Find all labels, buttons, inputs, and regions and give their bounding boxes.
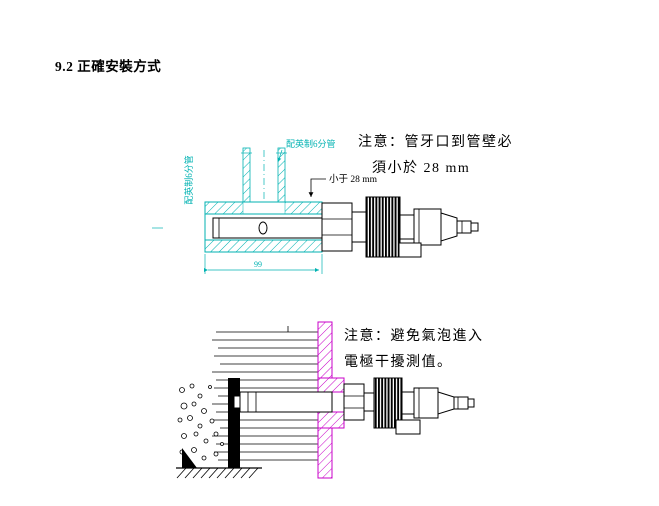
pipe-wall-hatch xyxy=(204,201,244,215)
probe-tip-face xyxy=(233,395,241,409)
note-top-line2: 須小於 28 mm xyxy=(372,161,471,176)
cable-boot xyxy=(373,377,403,429)
connector-cone xyxy=(440,212,458,242)
sensor-probe xyxy=(212,217,323,239)
pipe-wall-hatch xyxy=(284,201,323,215)
neck xyxy=(351,211,367,243)
connector-tip-cap xyxy=(470,222,479,232)
connector-body xyxy=(413,387,439,419)
neck xyxy=(363,392,375,412)
connector-sleeve xyxy=(399,214,415,240)
label-arrow xyxy=(277,149,283,163)
branch-wall xyxy=(242,147,251,203)
dimension-99-label: 99 xyxy=(254,260,262,269)
pipe-wall xyxy=(317,321,345,479)
tee-fitting xyxy=(152,147,323,253)
section-title: 9.2 正確安裝方式 xyxy=(55,59,162,74)
connector-body xyxy=(413,208,442,246)
top-installation-diagram: 99 配英制6分管 配英制6分管 xyxy=(152,138,479,274)
dimension-99: 99 xyxy=(203,254,323,274)
mount-boss-lower xyxy=(317,411,345,429)
ground-wedge xyxy=(182,448,197,468)
probe-body xyxy=(239,391,333,413)
clearance-leader xyxy=(308,178,326,197)
cable-boot xyxy=(365,196,401,258)
sensor-rear-assembly xyxy=(343,377,475,435)
branch-wall xyxy=(277,147,286,203)
o-ring-mark xyxy=(258,221,268,235)
ground-hatch xyxy=(176,448,262,479)
connector-cone xyxy=(437,391,455,415)
note-top-line1: 注意：管牙口到管壁必 xyxy=(358,135,513,150)
note-bottom-line2: 電極干擾測值。 xyxy=(344,355,453,370)
compression-nut xyxy=(321,202,353,252)
mount-boss-upper xyxy=(317,377,345,393)
cable-tag xyxy=(395,419,421,435)
pipe-size-label-vertical: 配英制6分管 xyxy=(183,155,194,205)
sensor-rear-assembly xyxy=(321,196,479,258)
electrode-strip xyxy=(228,378,240,468)
compression-nut xyxy=(343,383,365,421)
clearance-callout: 小于 28 mm xyxy=(308,174,378,197)
connector-tip xyxy=(456,220,472,234)
connector-sleeve xyxy=(401,391,415,415)
connector-tip-cap xyxy=(467,398,475,408)
clearance-label: 小于 28 mm xyxy=(329,174,378,185)
sensor-probe xyxy=(233,391,333,413)
connector-tip xyxy=(453,396,469,410)
pipe-size-label-top: 配英制6分管 xyxy=(286,138,336,149)
pipe-wall-hatch xyxy=(204,239,323,253)
cable-tag xyxy=(398,242,422,258)
air-bubbles xyxy=(177,383,224,461)
note-bottom-line1: 注意：避免氣泡進入 xyxy=(344,329,484,344)
bottom-installation-diagram xyxy=(176,321,475,479)
